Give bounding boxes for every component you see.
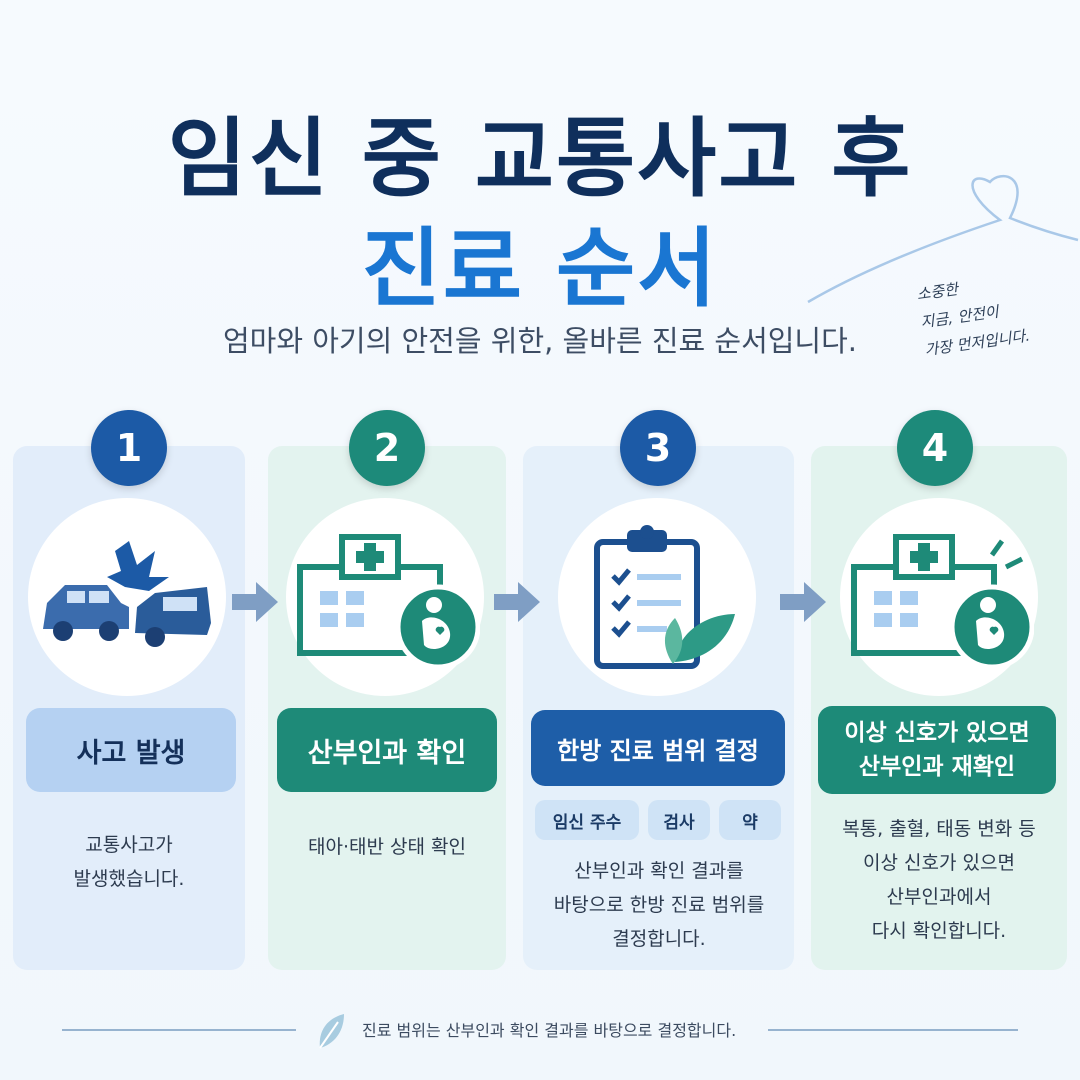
step-desc-2: 태아·태반 상태 확인 (272, 830, 502, 864)
step-number-3: 3 (620, 410, 696, 486)
step-desc-4: 복통, 출혈, 태동 변화 등 이상 신호가 있으면 산부인과에서 다시 확인합… (814, 812, 1064, 948)
step-label-1: 사고 발생 (26, 708, 236, 792)
desc-line: 다시 확인합니다. (871, 920, 1007, 942)
step-label-2: 산부인과 확인 (277, 708, 497, 792)
chip-test: 검사 (648, 800, 710, 840)
desc-line: 산부인과 확인 결과를 (574, 860, 744, 882)
chip-medicine: 약 (719, 800, 781, 840)
desc-line: 이상 신호가 있으면 (863, 852, 1015, 874)
page-title-line2: 진료 순서 (361, 219, 719, 319)
footer-note: 진료 범위는 산부인과 확인 결과를 바탕으로 결정합니다. (362, 1021, 737, 1040)
heart-swirl-icon (807, 174, 1079, 304)
step-icon-1-bg (28, 498, 226, 696)
step-number-4: 4 (897, 410, 973, 486)
footer-divider-right (768, 1029, 1018, 1031)
desc-line: 태아·태반 상태 확인 (308, 836, 466, 858)
step-desc-3: 산부인과 확인 결과를 바탕으로 한방 진료 범위를 결정합니다. (528, 854, 790, 956)
step-number-1: 1 (91, 410, 167, 486)
arrow-right-icon (780, 582, 826, 622)
step-label-3: 한방 진료 범위 결정 (531, 710, 785, 786)
step-label-4-line: 이상 신호가 있으면 (844, 720, 1030, 746)
arrow-right-icon (232, 582, 278, 622)
step-icon-4-bg (840, 498, 1038, 696)
desc-line: 교통사고가 (85, 834, 173, 856)
desc-line: 결정합니다. (612, 928, 706, 950)
step-label-4: 이상 신호가 있으면 산부인과 재확인 (818, 706, 1056, 794)
step-desc-1: 교통사고가 발생했습니다. (20, 828, 238, 896)
step-label-4-line: 산부인과 재확인 (858, 754, 1016, 780)
step-icon-2-bg (286, 498, 484, 696)
desc-line: 산부인과에서 (886, 886, 992, 908)
page-title-line1: 임신 중 교통사고 후 (167, 109, 913, 209)
arrow-right-icon (494, 582, 540, 622)
step-icon-3-bg (558, 498, 756, 696)
desc-line: 발생했습니다. (73, 868, 185, 890)
car-crash-icon (43, 541, 211, 647)
leaf-icon (319, 1014, 344, 1049)
desc-line: 바탕으로 한방 진료 범위를 (553, 894, 765, 916)
footer-divider-left (62, 1029, 296, 1031)
page-subtitle: 엄마와 아기의 안전을 위한, 올바른 진료 순서입니다. (222, 324, 858, 358)
desc-line: 복통, 출혈, 태동 변화 등 (842, 818, 1036, 840)
chip-pregnancy-week: 임신 주수 (535, 800, 639, 840)
clipboard-leaf-icon (594, 525, 735, 669)
hospital-pregnant-icon (297, 534, 480, 667)
step-number-2: 2 (349, 410, 425, 486)
hospital-alert-icon (851, 534, 1034, 667)
